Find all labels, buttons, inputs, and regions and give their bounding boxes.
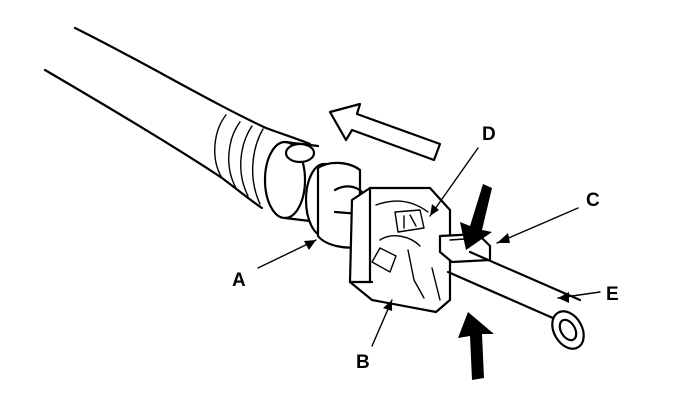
callout-b: B: [356, 352, 370, 373]
callout-c: C: [586, 190, 600, 211]
flexible-hose: [43, 26, 312, 210]
lock-marking: [394, 209, 425, 233]
solid-arrow-icon: [458, 312, 494, 380]
callout-e: E: [606, 284, 619, 305]
retainer-clip: [348, 186, 452, 314]
hollow-arrow-icon: [328, 102, 442, 162]
solid-arrow-icon: [460, 184, 492, 250]
leader-arrowheads: [304, 204, 569, 311]
callout-a: A: [232, 270, 246, 291]
rigid-pipe: [446, 250, 585, 350]
callout-d: D: [482, 124, 496, 145]
